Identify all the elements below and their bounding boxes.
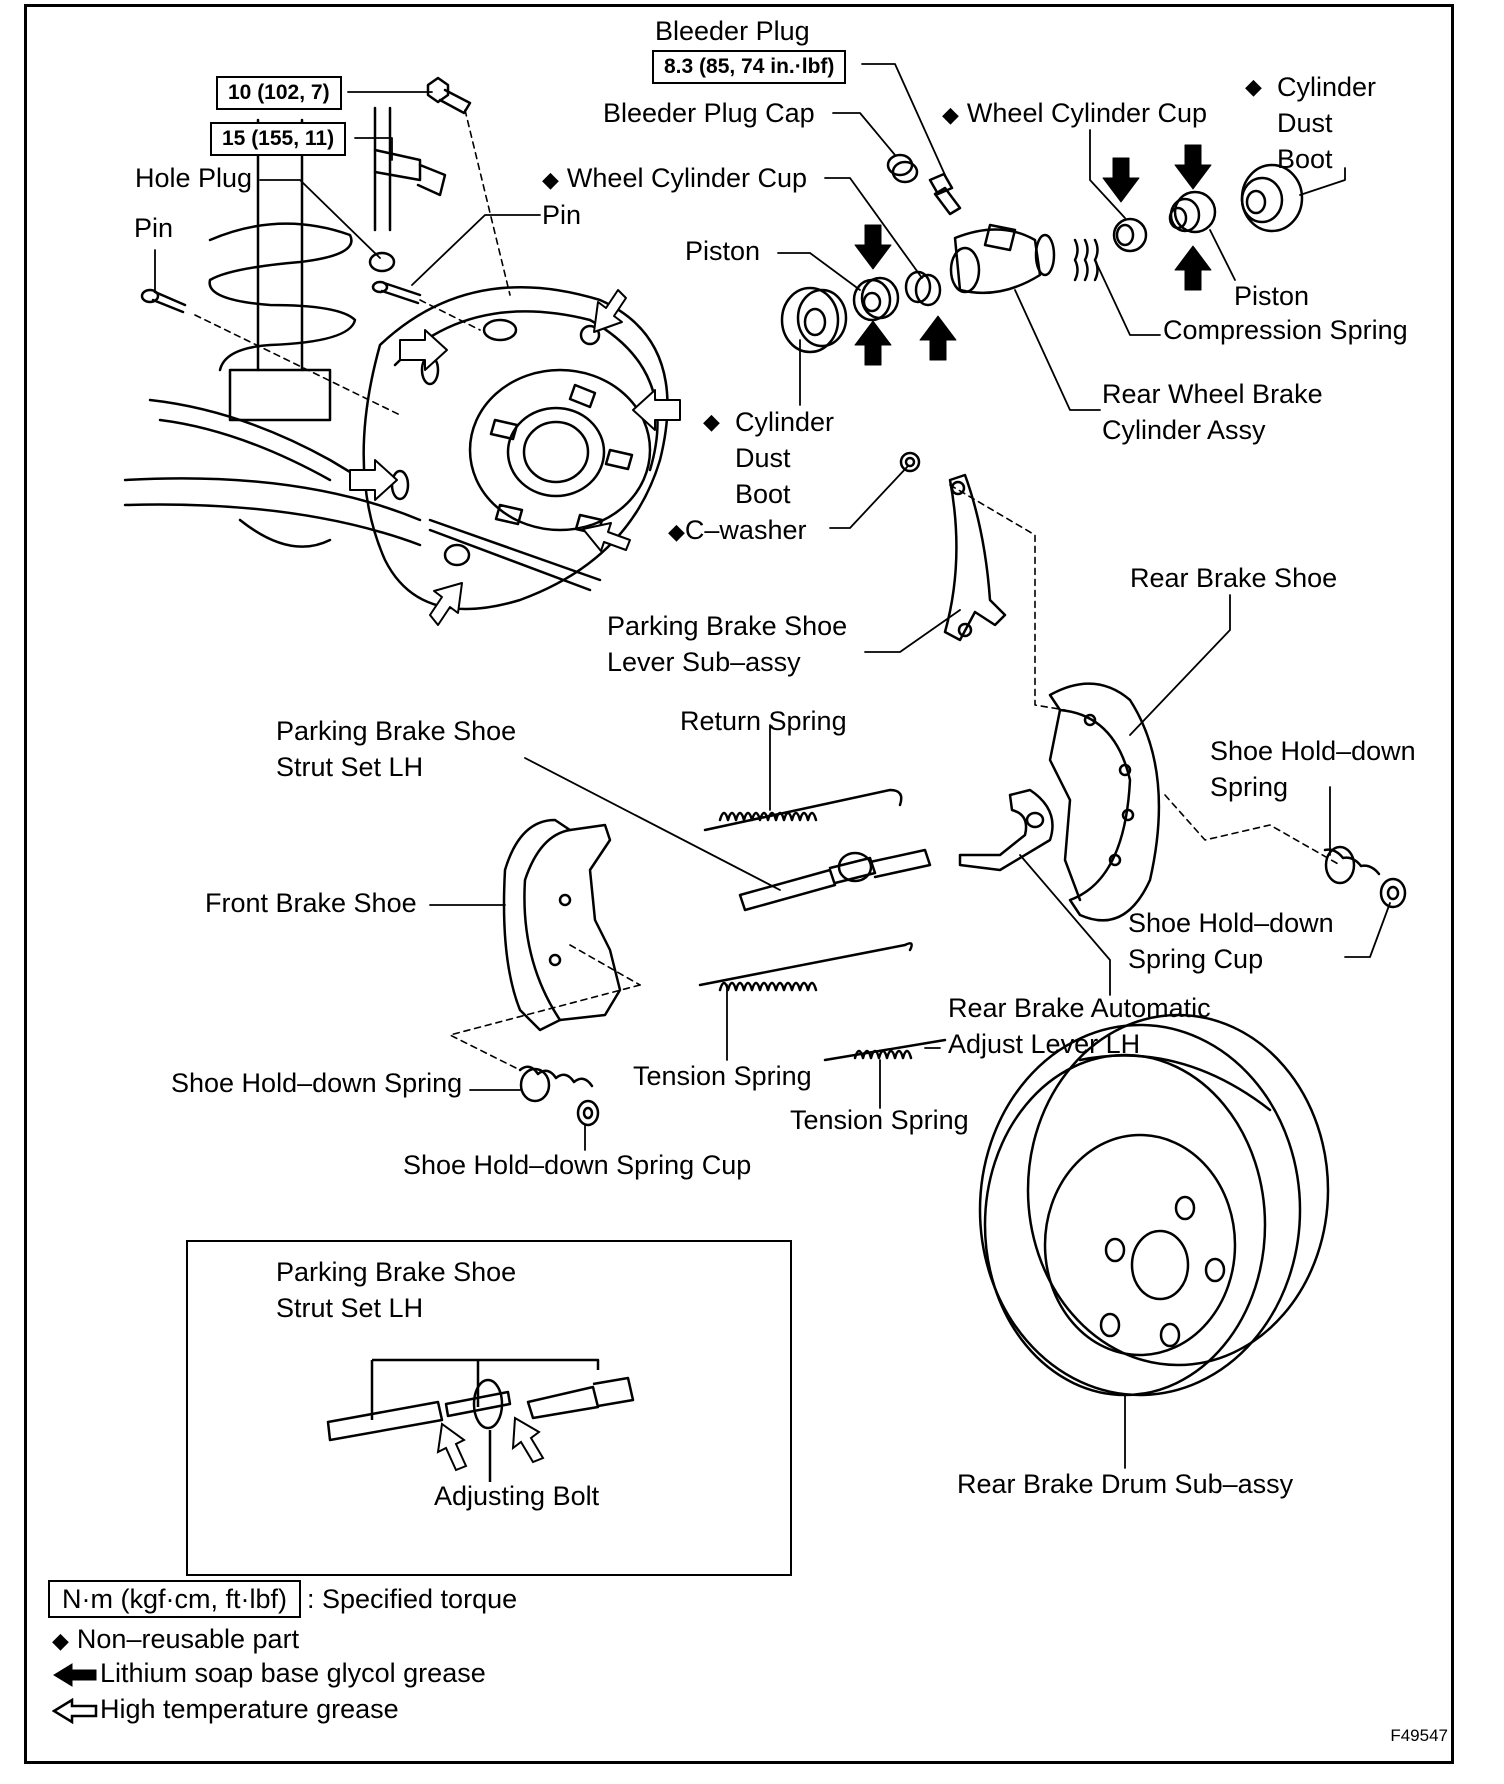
outline-arrow-icon <box>51 1697 98 1725</box>
label-rear-brake-drum: Rear Brake Drum Sub–assy <box>957 1469 1294 1499</box>
label-return-spring: Return Spring <box>680 706 847 736</box>
piston-left-part <box>852 276 900 322</box>
legend-torque-box: N·m (kgf·cm, ft·lbf) <box>48 1580 301 1618</box>
brake-line-fitting <box>373 106 447 232</box>
label-tension-spring-right: Tension Spring <box>790 1105 969 1135</box>
label-cylinder-dust-boot-left: ◆Cylinder Dust Boot <box>703 404 843 512</box>
return-spring-part <box>703 788 903 832</box>
label-rear-brake-shoe: Rear Brake Shoe <box>1130 563 1338 593</box>
label-rear-brake-automatic-adjust-lever: Rear Brake Automatic Adjust Lever LH <box>948 993 1211 1059</box>
bleeder-plug-part <box>928 172 962 216</box>
non-reusable-icon: ◆ <box>703 409 720 434</box>
label-parking-brake-shoe-strut-set: Parking Brake Shoe Strut Set LH <box>276 716 517 782</box>
inset-title: Parking Brake Shoe Strut Set LH <box>276 1257 517 1323</box>
non-reusable-icon: ◆ <box>542 167 559 192</box>
strut-set-inset-box: Parking Brake Shoe Strut Set LH Adjustin… <box>186 1240 792 1576</box>
label-shoe-hold-down-spring-cup-right: Shoe Hold–down Spring Cup <box>1128 908 1334 974</box>
non-reusable-icon: ◆ <box>942 102 959 127</box>
parking-brake-strut-part <box>738 848 932 912</box>
tension-spring-right-part <box>823 1038 947 1062</box>
wheel-cylinder-body <box>949 223 1056 295</box>
front-brake-shoe-part <box>502 818 622 1032</box>
parking-brake-lever-part <box>943 473 1007 642</box>
hole-plug-part <box>368 251 396 273</box>
inset-adjusting-bolt-label: Adjusting Bolt <box>434 1481 600 1511</box>
brake-backing-plate <box>362 285 669 611</box>
tension-spring-left-part <box>698 942 913 992</box>
label-rear-wheel-brake-cylinder-assy: Rear Wheel Brake Cylinder Assy <box>1102 379 1323 445</box>
bolt-part <box>426 76 472 115</box>
cylinder-dust-boot-left-part <box>780 286 848 354</box>
legend-torque-desc: : Specified torque <box>306 1584 518 1614</box>
label-pin-right: Pin <box>542 200 582 230</box>
inset-drawing <box>326 1358 635 1482</box>
non-reusable-icon: ◆ <box>1245 74 1262 99</box>
strut-spring-assembly <box>123 118 422 548</box>
legend-torque-row: N·m (kgf·cm, ft·lbf): Specified torque <box>48 1580 517 1618</box>
legend-high-temp-row: High temperature grease <box>51 1692 399 1726</box>
torque-spec-bolt: 10 (102, 7) <box>216 76 342 110</box>
label-bleeder-plug: Bleeder Plug <box>655 16 810 46</box>
adjust-lever-part <box>958 788 1054 872</box>
pin-right-part <box>371 280 422 305</box>
cylinder-dust-boot-right-part <box>1240 163 1304 233</box>
label-piston-right: Piston <box>1234 281 1310 311</box>
label-piston-left: Piston <box>685 236 761 266</box>
legend-lithium-text: Lithium soap base glycol grease <box>100 1658 486 1688</box>
non-reusable-icon: ◆ <box>668 519 685 544</box>
label-wheel-cylinder-cup-right: ◆Wheel Cylinder Cup <box>942 98 1208 128</box>
high-temp-grease-arrows <box>349 289 681 626</box>
legend-lithium-row: Lithium soap base glycol grease <box>52 1656 486 1690</box>
label-hole-plug: Hole Plug <box>135 163 253 193</box>
label-pin-left: Pin <box>134 213 174 243</box>
label-cylinder-dust-boot-right: ◆Cylinder Dust Boot <box>1245 69 1395 177</box>
filled-arrow-icon <box>53 1662 97 1687</box>
piston-right-part <box>1168 190 1217 234</box>
label-c-washer: ◆C–washer <box>668 515 807 545</box>
bleeder-plug-cap-part <box>886 153 919 184</box>
figure-number: F49547 <box>1390 1726 1448 1745</box>
label-front-brake-shoe: Front Brake Shoe <box>205 888 417 918</box>
brake-drum-part <box>978 1013 1330 1397</box>
wheel-cylinder-cup-right-part <box>1112 217 1148 253</box>
lithium-grease-arrows <box>854 144 1212 366</box>
shoe-hold-down-spring-right-part <box>1323 845 1381 885</box>
diamond-icon: ◆ <box>52 1628 69 1653</box>
label-tension-spring-left: Tension Spring <box>633 1061 812 1091</box>
label-shoe-hold-down-spring-right: Shoe Hold–down Spring <box>1210 736 1416 802</box>
pin-left-part <box>140 288 187 314</box>
label-compression-spring: Compression Spring <box>1163 315 1408 345</box>
shoe-hold-down-spring-left-part <box>518 1065 594 1103</box>
c-washer-part <box>899 451 921 473</box>
legend-non-reusable-row: ◆ Non–reusable part <box>52 1622 299 1658</box>
torque-spec-brake-line: 15 (155, 11) <box>210 122 347 156</box>
legend-high-temp-text: High temperature grease <box>100 1694 399 1724</box>
shoe-hold-down-cup-left-part <box>576 1099 600 1127</box>
diagram-frame <box>24 4 1454 1764</box>
label-parking-brake-shoe-lever: Parking Brake Shoe Lever Sub–assy <box>607 611 848 677</box>
legend-non-reusable-text: Non–reusable part <box>76 1624 300 1654</box>
shoe-hold-down-cup-right-part <box>1379 877 1407 909</box>
rear-brake-shoe-part <box>1048 682 1161 922</box>
label-shoe-hold-down-spring-left: Shoe Hold–down Spring <box>171 1068 463 1098</box>
label-wheel-cylinder-cup-left: ◆Wheel Cylinder Cup <box>542 163 808 193</box>
label-shoe-hold-down-spring-cup-left: Shoe Hold–down Spring Cup <box>403 1150 752 1180</box>
torque-spec-bleeder-plug: 8.3 (85, 74 in.·lbf) <box>652 50 847 84</box>
wheel-cylinder-cup-left-part <box>904 270 942 307</box>
label-bleeder-plug-cap: Bleeder Plug Cap <box>603 98 815 128</box>
